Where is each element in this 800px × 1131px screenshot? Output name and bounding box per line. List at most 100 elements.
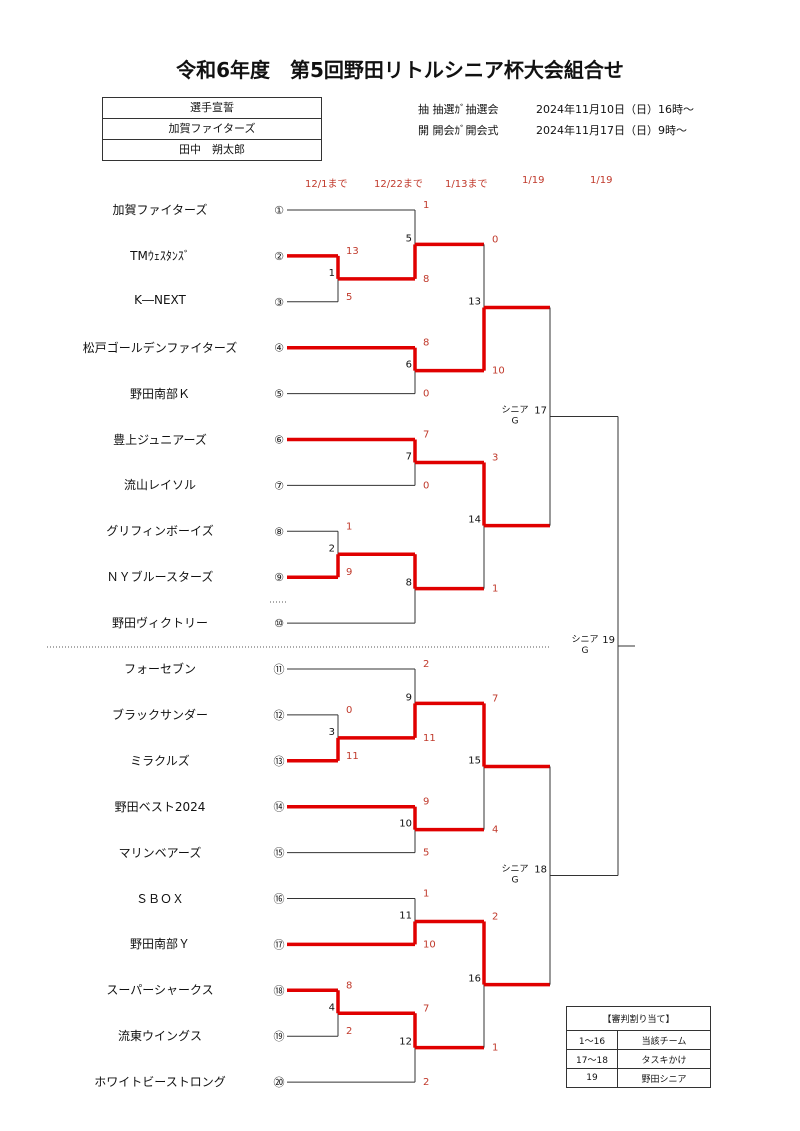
game-number: 16 <box>468 974 481 985</box>
score: 4 <box>492 825 498 836</box>
team-seed: ⑨ <box>274 571 284 584</box>
score: 1 <box>492 584 498 595</box>
team-name: スーパーシャークス <box>106 983 214 998</box>
score: 9 <box>346 567 352 578</box>
score: 5 <box>423 848 429 859</box>
team-name: ホワイトビーストロング <box>94 1075 226 1090</box>
team-name: 加賀ファイターズ <box>112 203 208 217</box>
game-number: 13 <box>468 297 481 308</box>
game-number: 10 <box>399 819 412 830</box>
team-seed: ⑳ <box>274 1076 285 1089</box>
referee-games: 1～16 <box>566 1030 618 1050</box>
game-number: 6 <box>406 360 412 371</box>
referee-games: 17～18 <box>566 1049 618 1069</box>
referee-title: 【審判割り当て】 <box>566 1006 711 1031</box>
team-seed: ⑧ <box>274 525 284 538</box>
semifinal-date: 1/19 <box>522 175 545 186</box>
team-seed: ⑲ <box>274 1030 285 1043</box>
venue-label: シニア <box>501 865 528 875</box>
score: 8 <box>423 338 429 349</box>
score: 2 <box>423 659 429 670</box>
score: 3 <box>492 452 498 463</box>
opening-date: 2024年11月17日（日）9時～ <box>536 124 687 137</box>
final-date: 1/19 <box>590 175 613 186</box>
game-number: 3 <box>329 727 335 738</box>
team-name: 野田南部Ｙ <box>129 937 190 952</box>
team-seed: ② <box>274 250 284 263</box>
team-seed: ⑯ <box>274 893 285 906</box>
team-seed: ④ <box>274 342 284 355</box>
venue-label: G <box>582 646 589 656</box>
score: 11 <box>423 733 436 744</box>
game-number: 12 <box>399 1037 412 1048</box>
team-name: 松戸ゴールデンファイターズ <box>82 340 238 355</box>
team-name: 野田南部Ｋ <box>129 386 190 401</box>
score: 7 <box>423 1003 429 1014</box>
team-seed: ⑫ <box>274 709 285 722</box>
game-number: 17 <box>534 406 547 417</box>
score: 2 <box>346 1026 352 1037</box>
venue-label: G <box>512 417 519 427</box>
game-number: 19 <box>602 635 615 646</box>
score: 7 <box>423 430 429 441</box>
venue-label: シニア <box>571 635 598 645</box>
venue-label: シニア <box>501 406 528 416</box>
game-number: 7 <box>406 451 412 462</box>
team-name: 流山レイソル <box>123 478 196 493</box>
team-name: ＳＢＯＸ <box>135 891 184 906</box>
score: 8 <box>346 980 352 991</box>
game-number: 14 <box>468 515 481 526</box>
team-name: グリフィンボーイズ <box>106 524 214 539</box>
round-2-date: 12/22まで <box>374 179 423 190</box>
score: 0 <box>492 234 498 245</box>
team-name: K―NEXT <box>134 292 186 307</box>
game-number: 5 <box>406 233 412 244</box>
round-3-date: 1/13まで <box>445 179 488 190</box>
game-number: 8 <box>406 578 412 589</box>
venue-label: G <box>512 876 519 886</box>
game-number: 9 <box>406 692 412 703</box>
score: 13 <box>346 246 359 257</box>
team-seed: ③ <box>274 296 284 309</box>
game-number: 1 <box>329 268 335 279</box>
team-seed: ⑩ <box>274 617 284 630</box>
game-number: 4 <box>329 1002 335 1013</box>
score: 11 <box>346 751 359 762</box>
score: 0 <box>423 480 429 491</box>
draw-label: 抽 抽選ｶﾞ抽選会 <box>418 103 499 116</box>
team-name: ミラクルズ <box>130 753 190 768</box>
game-number: 11 <box>399 910 412 921</box>
team-name: ＮＹブルースターズ <box>106 570 214 585</box>
team-name: 野田ヴィクトリー <box>111 616 208 631</box>
team-seed: ⑮ <box>274 847 285 860</box>
team-name: 豊上ジュニアーズ <box>113 432 207 447</box>
team-seed: ⑬ <box>274 755 285 768</box>
oath-player: 田中 朔太郎 <box>179 143 245 156</box>
game-number: 15 <box>468 756 481 767</box>
game-number: 2 <box>329 543 335 554</box>
oath-team: 加賀ファイターズ <box>103 119 321 140</box>
team-seed: ① <box>274 204 284 217</box>
referee-assign: タスキかけ <box>617 1049 711 1069</box>
team-seed: ⑭ <box>274 801 285 814</box>
score: 2 <box>423 1077 429 1088</box>
team-name: フォーセブン <box>123 662 196 676</box>
team-name: マリンベアーズ <box>118 845 202 860</box>
score: 10 <box>492 366 505 377</box>
score: 1 <box>346 521 352 532</box>
team-seed: ⑪ <box>274 663 285 676</box>
team-seed: ⑥ <box>274 434 284 447</box>
score: 10 <box>423 939 436 950</box>
score: 9 <box>423 797 429 808</box>
page-title: 令和6年度 第5回野田リトルシニア杯大会組合せ <box>176 58 624 82</box>
round-1-date: 12/1まで <box>305 179 348 190</box>
oath-box: 選手宣誓 加賀ファイターズ 田中 朔太郎 <box>102 97 322 161</box>
score: 1 <box>492 1043 498 1054</box>
score: 8 <box>423 274 429 285</box>
team-name: TMｳｪｽﾀﾝｽﾞ <box>130 248 190 263</box>
team-seed: ⑱ <box>274 984 285 997</box>
team-name: ブラックサンダー <box>111 707 208 722</box>
referee-assign: 当該チーム <box>617 1030 711 1050</box>
